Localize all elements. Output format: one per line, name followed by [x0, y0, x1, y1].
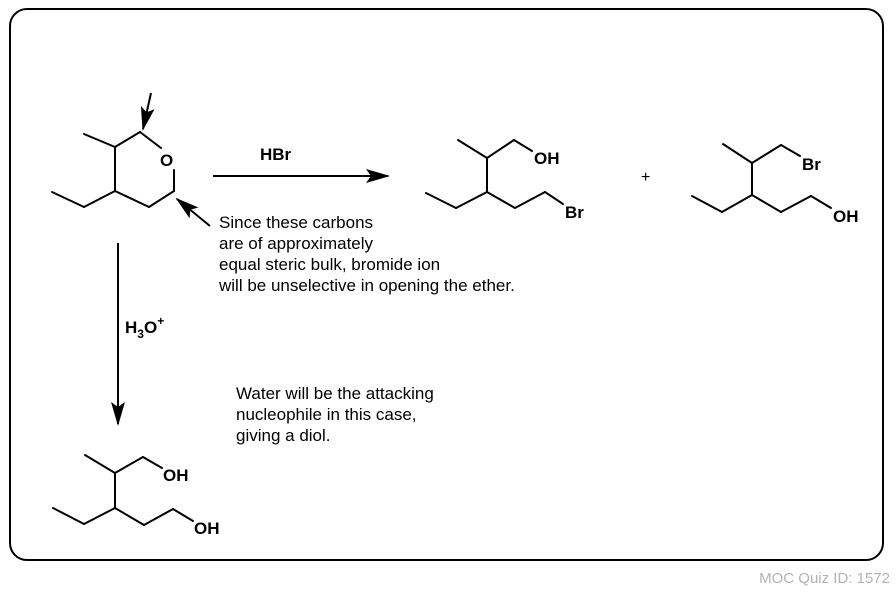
hbr-reagent-label: HBr: [260, 145, 292, 164]
ring-oxygen-label: O: [160, 151, 173, 170]
product-diol: [52, 454, 194, 526]
water-note-line: Water will be the attacking: [236, 384, 434, 403]
product1-bromine-label: Br: [565, 203, 584, 222]
plus-sign: +: [641, 169, 650, 186]
diol-upper-hydroxyl-label: OH: [163, 466, 189, 485]
starting-ether-molecule: [51, 131, 175, 208]
product2-hydroxyl-label: OH: [833, 207, 859, 226]
product-bromo-alcohol-2: [691, 143, 832, 213]
pointer-arrow-bottom: [175, 197, 211, 227]
hbr-note-line: will be unselective in opening the ether…: [219, 276, 515, 295]
hbr-note-line: are of approximately: [219, 234, 374, 253]
scheme-frame: [9, 8, 884, 561]
product1-hydroxyl-label: OH: [534, 149, 560, 168]
quiz-id-label: MOC Quiz ID: 1572: [759, 570, 890, 587]
hbr-note-line: Since these carbons: [219, 213, 374, 232]
diol-lower-hydroxyl-label: OH: [194, 519, 220, 538]
hbr-explanation-note: Since these carbons are of approximately…: [219, 212, 515, 296]
acid-reagent-label: H3O+: [125, 314, 164, 341]
water-explanation-note: Water will be the attacking nucleophile …: [236, 383, 434, 446]
water-note-line: giving a diol.: [236, 426, 331, 445]
pointer-arrow-top: [140, 92, 155, 131]
product-bromo-alcohol-1: [425, 139, 564, 209]
water-note-line: nucleophile in this case,: [236, 405, 417, 424]
hbr-note-line: equal steric bulk, bromide ion: [219, 255, 441, 274]
product2-bromine-label: Br: [802, 155, 821, 174]
